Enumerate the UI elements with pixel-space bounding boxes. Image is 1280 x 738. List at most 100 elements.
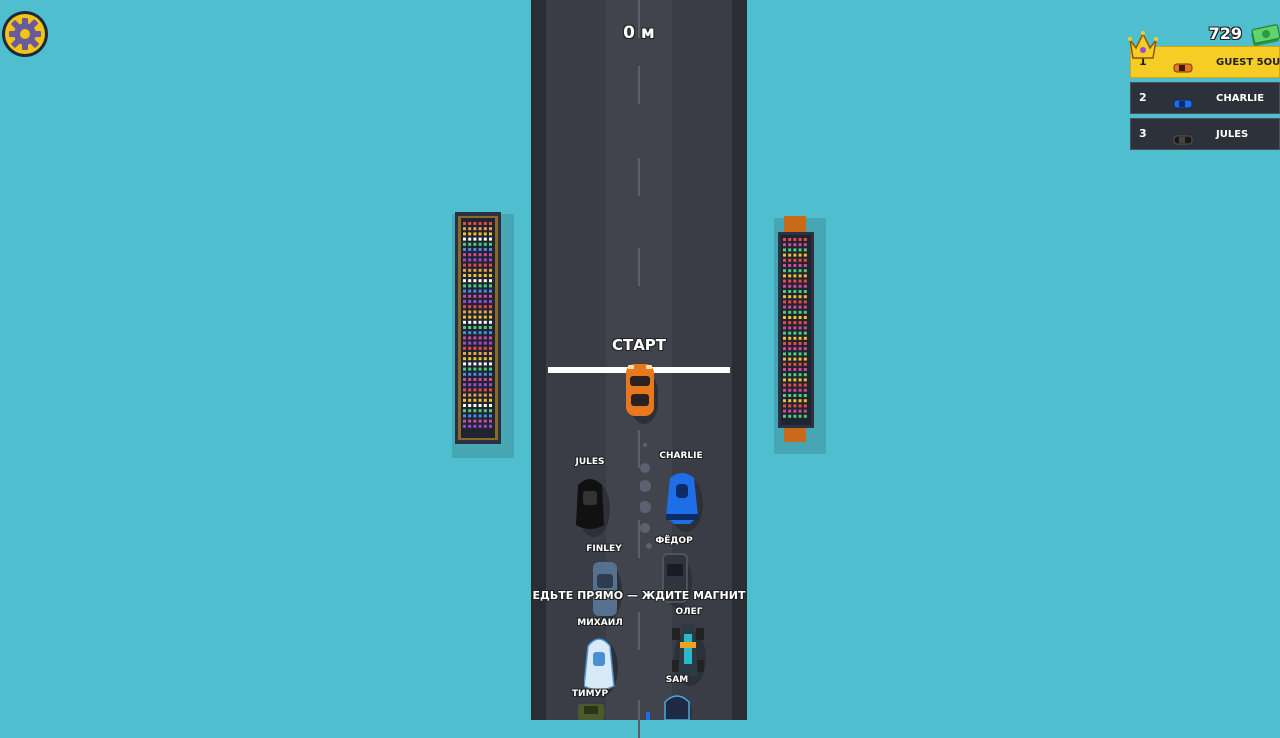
crowd-spectator	[473, 305, 477, 309]
crowd-spectator	[788, 290, 792, 293]
crowd-spectator	[483, 326, 487, 329]
crowd-spectator	[803, 383, 807, 387]
crowd-spectator	[798, 388, 802, 392]
crowd-spectator	[463, 310, 466, 314]
crowd-spectator	[468, 300, 472, 303]
crowd-spectator	[463, 352, 466, 355]
car-sam	[662, 692, 692, 726]
crowd-spectator	[468, 294, 472, 298]
crowd-spectator	[468, 258, 472, 262]
lane-dash	[638, 520, 640, 558]
road-shoulder-right	[732, 0, 747, 720]
crowd-spectator	[468, 248, 472, 251]
crowd-spectator	[788, 404, 792, 408]
crowd-spectator	[468, 222, 472, 225]
lane-dash	[638, 248, 640, 286]
crowd-spectator	[483, 320, 487, 324]
crowd-spectator	[463, 414, 466, 418]
crowd-spectator	[783, 362, 786, 366]
crowd-spectator	[483, 414, 487, 418]
crowd-spectator	[478, 341, 482, 345]
crowd-spectator	[489, 258, 492, 262]
car-finley	[590, 560, 622, 624]
crowd-spectator	[798, 404, 802, 408]
crowd-spectator	[483, 253, 487, 257]
crowd-spectator	[803, 378, 807, 382]
crowd-spectator	[468, 346, 472, 350]
crowd-spectator	[478, 357, 482, 361]
crowd-spectator	[783, 383, 786, 387]
crowd-spectator	[793, 399, 797, 403]
crowd-spectator	[473, 352, 477, 355]
crowd-spectator	[473, 346, 477, 350]
crowd-spectator	[468, 404, 472, 407]
crowd-spectator	[473, 367, 477, 371]
crowd-spectator	[489, 378, 492, 381]
crowd-spectator	[478, 315, 482, 319]
crowd-spectator	[473, 414, 477, 418]
crowd-spectator	[788, 269, 792, 273]
leaderboard-rank: 3	[1139, 127, 1147, 140]
crowd-spectator	[793, 409, 797, 413]
driver-name-timur: ТИМУР	[571, 689, 609, 699]
crowd-spectator	[478, 378, 482, 381]
crowd-spectator	[798, 331, 802, 335]
crowd-spectator	[489, 409, 492, 413]
crowd-spectator	[483, 284, 487, 288]
crowd-spectator	[468, 331, 472, 335]
crowd-spectator	[478, 237, 482, 241]
crowd-spectator	[788, 274, 792, 278]
car-charlie	[664, 470, 704, 536]
crowd-spectator	[783, 274, 786, 278]
crowd-spectator	[468, 424, 472, 428]
crowd-spectator	[468, 409, 472, 413]
crowd-spectator	[783, 305, 786, 309]
crowd-spectator	[798, 258, 802, 262]
crowd-spectator	[798, 399, 802, 403]
crowd-spectator	[489, 393, 492, 397]
crowd-spectator	[483, 388, 487, 392]
player-car	[624, 362, 659, 428]
crowd-spectator	[483, 305, 487, 309]
crowd-spectator	[793, 295, 797, 299]
crowd-spectator	[798, 316, 802, 319]
crowd-spectator	[489, 294, 492, 298]
crowd-spectator	[463, 222, 466, 225]
leaderboard-rank: 1	[1139, 55, 1147, 68]
crowd-spectator	[788, 310, 792, 314]
crowd-spectator	[473, 222, 477, 225]
crowd-spectator	[489, 315, 492, 319]
crowd-spectator	[463, 336, 466, 340]
crowd-spectator	[798, 342, 802, 345]
crowd-spectator	[803, 414, 807, 418]
crowd-spectator	[478, 383, 482, 387]
crowd-spectator	[468, 242, 472, 246]
crowd-spectator	[483, 383, 487, 387]
crowd-spectator	[783, 394, 786, 397]
crowd-spectator	[478, 274, 482, 277]
crowd-spectator	[783, 336, 786, 340]
crowd-spectator	[803, 264, 807, 267]
settings-button[interactable]	[1, 10, 49, 58]
crowd-spectator	[793, 414, 797, 418]
crowd-spectator	[489, 383, 492, 387]
crowd-spectator	[788, 347, 792, 351]
crowd-spectator	[478, 248, 482, 251]
crowd-spectator	[483, 289, 487, 293]
crowd-spectator	[803, 326, 807, 330]
crowd-spectator	[463, 258, 466, 262]
crowd-spectator	[793, 284, 797, 288]
crowd-spectator	[473, 237, 477, 241]
crowd-spectator	[803, 305, 807, 309]
crowd-spectator	[788, 279, 792, 283]
crowd-spectator	[463, 398, 466, 402]
crowd-spectator	[473, 357, 477, 361]
crowd-spectator	[468, 315, 472, 319]
crowd-spectator	[793, 243, 797, 247]
crowd-spectator	[483, 310, 487, 314]
crowd-spectator	[473, 248, 477, 251]
crowd-spectator	[793, 258, 797, 262]
crowd-spectator	[483, 315, 487, 319]
crowd-spectator	[803, 321, 807, 325]
crowd-spectator	[783, 357, 786, 361]
